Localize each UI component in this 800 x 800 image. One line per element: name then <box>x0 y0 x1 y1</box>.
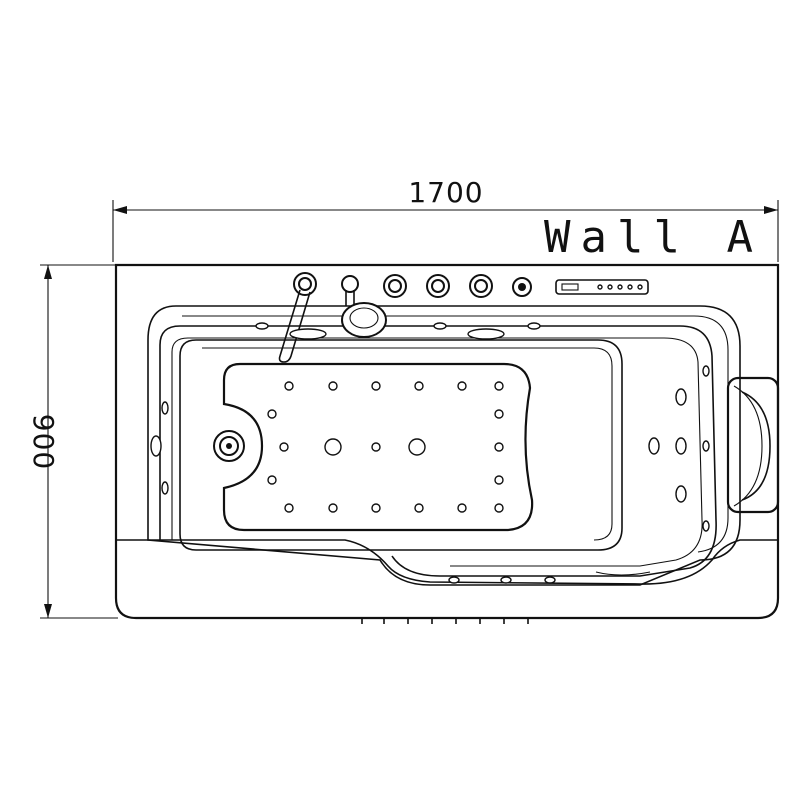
height-arrow-bottom <box>44 604 52 618</box>
tub-outer-rim <box>114 263 780 620</box>
control-panel <box>555 279 649 295</box>
front-jets <box>448 571 651 584</box>
floor-jet-large <box>324 438 426 456</box>
height-arrow-top <box>44 265 52 279</box>
apron-marks <box>361 618 529 624</box>
width-dimension-label: 1700 <box>408 176 483 209</box>
mat-air-jets-fourth <box>267 475 504 485</box>
mat-air-jets-second <box>267 409 504 419</box>
side-jets-left <box>150 401 169 495</box>
basin-step-inner <box>171 337 703 567</box>
faucet-spout-icon <box>278 289 311 363</box>
width-dimension: 1700 <box>112 176 779 262</box>
height-dimension: 900 <box>27 264 118 619</box>
basin-floor-inner <box>202 347 613 541</box>
mat-air-jets-middle <box>279 442 504 452</box>
rim-jets-top <box>255 322 541 340</box>
side-jets-right <box>648 365 710 532</box>
basin-shell-inner-edge <box>182 315 729 553</box>
headrest-pillow <box>726 376 780 514</box>
drain-icon <box>213 430 245 462</box>
mat-air-jets-bottom <box>284 503 504 513</box>
wall-label: Wall A <box>544 212 763 263</box>
basin-step-contour <box>159 325 717 577</box>
tub-apron-line <box>116 539 778 585</box>
mat-air-jets-top <box>284 381 504 391</box>
body-mat <box>222 362 534 532</box>
width-arrow-right <box>764 206 778 214</box>
height-dimension-label: 900 <box>27 414 60 470</box>
width-arrow-left <box>113 206 127 214</box>
basin-floor <box>179 339 623 551</box>
basin-outer-shell <box>147 305 741 586</box>
deck-control-knobs <box>293 272 532 298</box>
hand-shower-icon <box>341 275 387 338</box>
